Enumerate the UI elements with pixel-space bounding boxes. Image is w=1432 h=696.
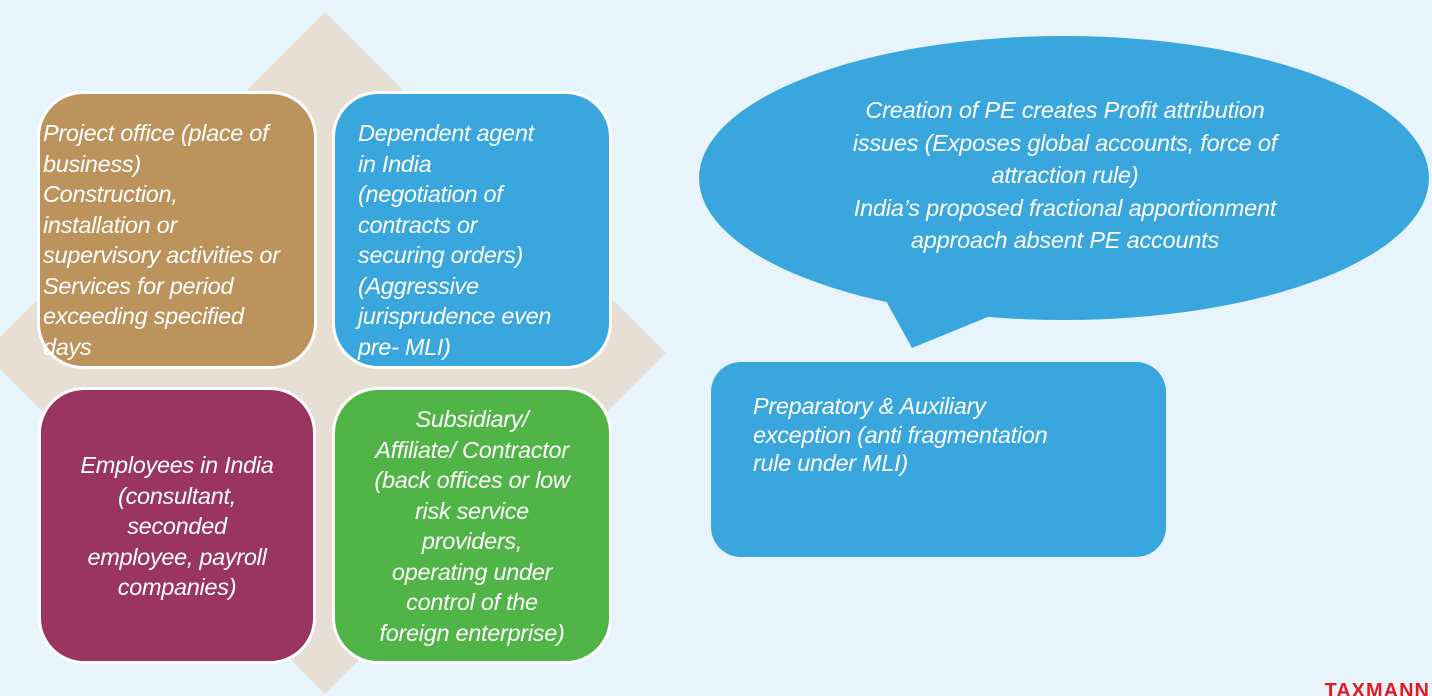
quadrant-line: installation or [43,211,177,238]
quadrant-employees: Employees in India (consultant, seconded… [38,387,316,664]
quadrant-line: (Aggressive [358,272,479,299]
speech-bubble-body [699,36,1429,320]
quadrant-line: risk service [415,497,529,524]
quadrant-line: supervisory activities or [43,242,280,268]
prep-line: exception (anti fragmentation [753,421,1048,448]
quadrant-line: Affiliate/ Contractor [375,436,569,463]
quadrant-line: Employees in India [80,452,274,478]
quadrant-line: exceeding specified [43,303,244,329]
brand-logo: TAXMANN [1324,680,1430,696]
quadrant-line: (negotiation of [358,181,503,207]
bubble-line: issues (Exposes global accounts, force o… [852,129,1278,156]
quadrant-line: operating under [391,558,553,585]
quadrant-line: providers, [421,528,523,554]
prep-line: rule under MLI) [753,450,908,476]
quadrant-line: Subsidiary/ [415,406,529,432]
quadrant-line: contracts or [358,211,478,238]
quadrant-dependent-agent: Dependent agent in India (negotiation of… [332,91,612,369]
quadrant-line: employee, payroll [87,543,267,570]
bubble-line: approach absent PE accounts [910,227,1220,253]
quadrant-line: Services for period [43,272,234,299]
bubble-line: India’s proposed fractional apportionmen… [853,194,1277,221]
quadrant-line: in India [358,150,432,177]
quadrant-line: days [43,333,92,360]
quadrant-subsidiary: Subsidiary/ Affiliate/ Contractor (back … [332,387,612,664]
quadrant-line: Construction, [43,181,178,207]
quadrant-line: foreign enterprise) [379,619,565,646]
speech-bubble-text: Creation of PE creates Profit attributio… [760,94,1370,257]
quadrant-line: securing orders) [358,242,523,268]
speech-bubble-tail [880,290,1000,348]
quadrant-line: Project office (place of [43,120,269,146]
quadrant-line: control of the [406,589,538,615]
quadrant-project-office: Project office (place of business) Const… [37,91,317,369]
quadrant-line: (back offices or low [374,467,570,493]
prep-line: Preparatory & Auxiliary [753,393,986,419]
bubble-line: attraction rule) [991,162,1139,188]
quadrant-line: (consultant, [118,482,236,509]
preparatory-auxiliary-box: Preparatory & Auxiliary exception (anti … [711,362,1166,557]
bubble-line: Creation of PE creates Profit attributio… [865,97,1265,123]
quadrant-line: pre- MLI) [358,333,451,360]
quadrant-line: business) [43,150,141,177]
quadrant-line: companies) [117,574,237,600]
quadrant-line: jurisprudence even [358,303,552,329]
quadrant-line: Dependent agent [358,120,534,146]
quadrant-line: seconded [127,513,227,539]
